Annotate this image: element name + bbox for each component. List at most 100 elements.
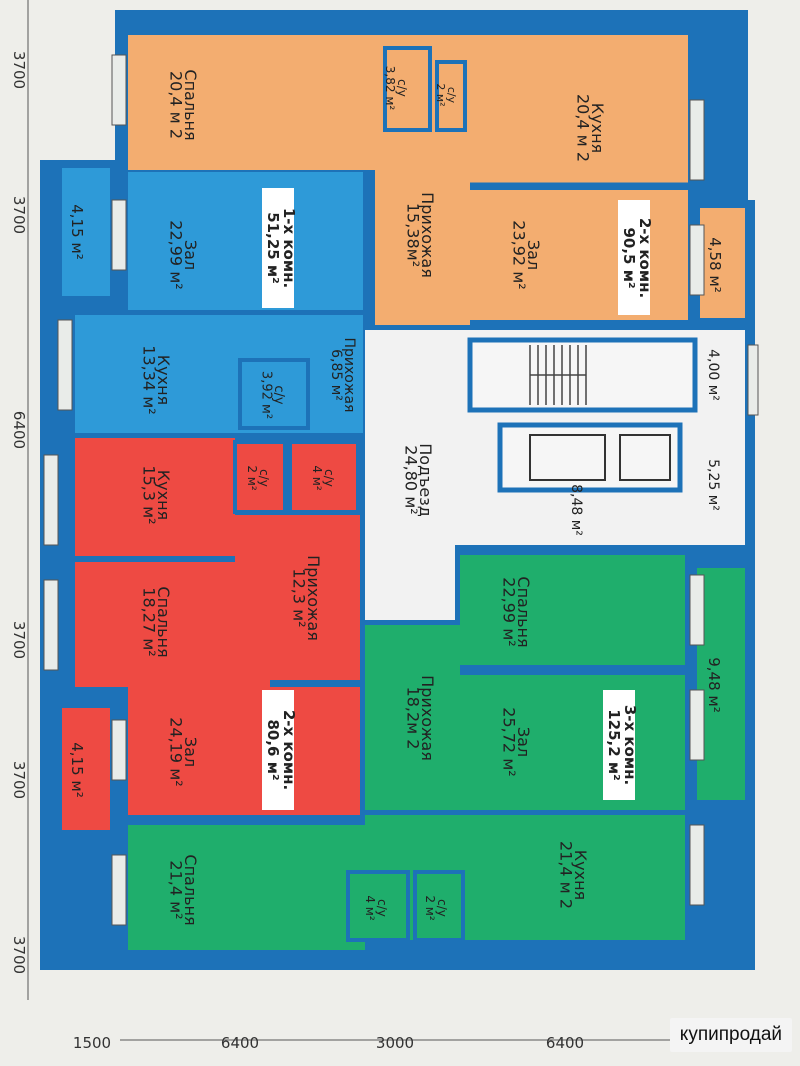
room-area-blue_balcony: 4,15 м² xyxy=(68,204,86,260)
green-wc-small xyxy=(413,870,465,942)
room-area-blue_hall: 6,85 м² xyxy=(328,349,344,401)
room-area-blue_living: 22,99 м² xyxy=(167,220,186,289)
room-area-stair_4: 4,00 м² xyxy=(705,349,721,401)
green-bedroom-top xyxy=(460,555,685,665)
apartment-name-a2: 2-х комн. xyxy=(636,218,654,298)
dimension-bottom-2: 3000 xyxy=(376,1034,414,1052)
room-area-orange_bedroom: 20,4 м 2 xyxy=(167,71,186,139)
red-bedroom xyxy=(75,562,270,687)
common-area xyxy=(365,330,745,620)
watermark: купипродай xyxy=(669,1018,792,1052)
apartment-area-a3: 80,6 м² xyxy=(264,719,282,780)
room-name-red_living: Зал xyxy=(181,737,200,767)
room-name-green_bedroom_top: Спальня xyxy=(514,576,533,647)
dimension-bottom-0: 1500 xyxy=(73,1034,111,1052)
blue-kitchen xyxy=(75,315,235,433)
room-area-orange_balcony: 4,58 м² xyxy=(706,237,724,293)
room-name-blue_living: Зал xyxy=(181,240,200,270)
green-balcony xyxy=(697,568,745,800)
room-area-green_balcony: 9,48 м² xyxy=(705,657,723,713)
orange-bedroom xyxy=(128,35,378,170)
room-area-red_kitchen: 15,3 м² xyxy=(140,465,159,524)
room-area-orange_wc_big: 3,82 м² xyxy=(383,66,397,111)
room-area-red_balcony: 4,15 м² xyxy=(68,742,86,798)
room-area-stair_8: 8,48 м² xyxy=(568,484,584,536)
dimension-left-3: 3700 xyxy=(10,621,28,659)
room-area-blue_kitchen: 13,34 м² xyxy=(140,345,159,414)
room-area-green_wc_big: 4 м² xyxy=(363,895,377,921)
blue-balcony xyxy=(62,168,110,296)
room-name-green_hall: Прихожая xyxy=(418,675,437,761)
room-name-lobby: Подъезд xyxy=(416,443,435,517)
red-wc-big xyxy=(288,440,360,514)
green-living xyxy=(460,675,685,810)
room-area-green_hall: 18,2м 2 xyxy=(404,687,423,750)
room-area-lobby: 24,80 м² xyxy=(402,445,421,514)
room-area-green_bedroom_top: 22,99 м² xyxy=(500,577,519,646)
room-name-red_wc_small: с/у xyxy=(257,469,271,487)
card-2room-top xyxy=(618,200,650,315)
green-hall xyxy=(365,625,460,810)
apartment-area-a2: 90,5 м² xyxy=(620,227,638,288)
room-area-red_bedroom: 18,27 м² xyxy=(140,587,159,656)
orange-balcony xyxy=(700,208,745,318)
card-2room-bottom xyxy=(262,690,294,810)
dimension-bottom-3: 6400 xyxy=(546,1034,584,1052)
room-area-orange_hall: 15,38м² xyxy=(404,203,423,267)
room-name-orange_wc_small: с/у xyxy=(445,87,458,104)
red-living xyxy=(128,687,360,815)
card-3room xyxy=(603,690,635,800)
dimension-bottom-1: 6400 xyxy=(221,1034,259,1052)
blue-wc xyxy=(238,358,310,430)
room-name-red_hall: Прихожая xyxy=(304,555,323,641)
room-name-green_wc_small: с/у xyxy=(435,899,449,917)
room-name-red_bedroom: Спальня xyxy=(154,586,173,657)
apartment-3room[interactable] xyxy=(128,555,745,950)
apartment-name-a3: 2-х комн. xyxy=(280,710,298,790)
notch-right-top xyxy=(748,10,758,200)
room-area-orange_kitchen: 20,4 м 2 xyxy=(574,94,593,162)
room-name-red_kitchen: Кухня xyxy=(154,470,173,520)
red-kitchen xyxy=(75,438,235,556)
apartment-2room-top[interactable] xyxy=(128,35,745,325)
room-area-green_kitchen: 21,4 м 2 xyxy=(557,841,576,909)
room-name-orange_kitchen: Кухня xyxy=(588,103,607,153)
lobby xyxy=(365,330,455,620)
apartment-2room-bottom[interactable] xyxy=(62,438,360,830)
orange-wc-small xyxy=(435,60,467,132)
room-name-orange_living: Зал xyxy=(524,240,543,270)
dimension-left-4: 3700 xyxy=(10,761,28,799)
dimension-left-5: 3700 xyxy=(10,936,28,974)
apartment-area-a1: 51,25 м² xyxy=(264,212,282,284)
green-bedroom-bottom xyxy=(128,825,365,950)
room-area-orange_living: 23,92 м² xyxy=(510,220,529,289)
room-name-blue_kitchen: Кухня xyxy=(154,355,173,405)
dimension-lines xyxy=(27,0,690,1041)
room-name-green_bedroom_bottom: Спальня xyxy=(181,854,200,925)
room-name-green_wc_big: с/у xyxy=(375,899,389,917)
room-name-green_kitchen: Кухня xyxy=(571,850,590,900)
room-area-green_wc_small: 2 м² xyxy=(423,895,437,921)
card-1room xyxy=(262,188,294,308)
room-area-stair_5: 5,25 м² xyxy=(705,459,721,511)
red-wc-small xyxy=(233,440,287,514)
apartment-name-a1: 1-х комн. xyxy=(280,208,298,288)
room-name-red_wc_big: с/у xyxy=(322,469,336,487)
room-area-green_bedroom_bottom: 21,4 м² xyxy=(167,860,186,919)
apartment-1room[interactable] xyxy=(62,168,363,433)
apartment-area-a4: 125,2 м² xyxy=(605,709,623,781)
dimension-left-2: 6400 xyxy=(10,411,28,449)
orange-living xyxy=(470,190,688,320)
room-name-orange_bedroom: Спальня xyxy=(181,69,200,140)
room-area-red_wc_big: 4 м² xyxy=(310,465,324,491)
room-area-orange_wc_small: 2 м² xyxy=(434,83,447,106)
room-name-blue_hall: Прихожая xyxy=(341,338,357,413)
apartment-name-a4: 3-х комн. xyxy=(621,705,639,785)
orange-kitchen xyxy=(470,35,688,185)
room-area-red_hall: 12,3 м² xyxy=(290,568,309,627)
room-area-blue_wc: 3,92 м² xyxy=(259,371,274,419)
room-area-red_living: 24,19 м² xyxy=(167,717,186,786)
room-name-orange_hall: Прихожая xyxy=(418,192,437,278)
stairs xyxy=(529,345,587,405)
